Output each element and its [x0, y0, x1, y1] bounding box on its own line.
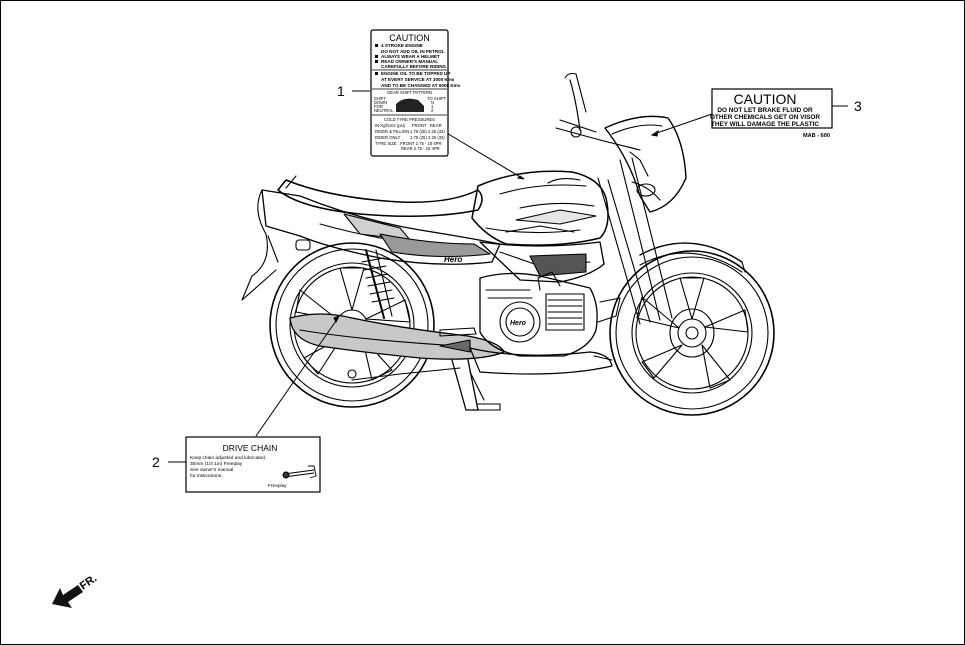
caution-label-3-line: DO NOT LET BRAKE FLUID OR — [717, 107, 813, 114]
drive-chain-line: Keep chain adjusted and lubricated. — [190, 455, 266, 461]
gear-shift-title: GEAR SHIFT PATTERN — [387, 90, 432, 95]
gear-shift-text: 1 — [431, 104, 434, 109]
caution-label-3-line: OTHER CHEMICALS GET ON VISOR — [710, 114, 820, 121]
gear-shift-text: NEUTRAL — [374, 108, 394, 113]
caution-label-3-code: MAB - 600 — [803, 133, 830, 139]
rear-panel: Hero — [241, 189, 501, 301]
chain-freeplay-icon — [282, 465, 317, 479]
tyre-table-cell: 2.25 (33) — [428, 129, 445, 134]
tyre-table-header: IN Kgf/cm2 (psi) — [375, 123, 406, 128]
caution-label-3-line: THEY WILL DAMAGE THE PLASTIC — [711, 121, 819, 128]
caution-label-1-line: ENGINE OIL TO BE TOPPED UP — [381, 71, 450, 76]
caution-label-1: CAUTION 4 STROKE ENGINE DO NOT ADD OIL I… — [370, 29, 461, 157]
leader-lines — [168, 90, 848, 463]
tyre-table-cell: 1.75 (25) — [410, 135, 427, 140]
caution-label-3-title: CAUTION — [734, 91, 797, 107]
drive-chain-line: See owner's manual — [190, 467, 233, 473]
tyre-table-cell: RIDER & PILLION — [375, 129, 409, 134]
drive-chain-line: for instructions. — [190, 473, 223, 479]
tyre-size: REAR 2.75 - 18 4PR — [401, 146, 440, 151]
front-direction-arrow: FR. — [52, 572, 99, 608]
gear-shift-text: DOWN — [374, 100, 387, 105]
drive-chain-title: DRIVE CHAIN — [223, 443, 278, 453]
caution-label-3: CAUTION DO NOT LET BRAKE FLUID OR OTHER … — [710, 88, 833, 139]
gear-shift-text: FOR — [374, 104, 383, 109]
tyre-table-header: FRONT — [412, 123, 427, 128]
caution-label-1-line: AND TO BE CHANGED AT 6000 Kms — [381, 83, 461, 88]
engine: Hero — [479, 271, 621, 357]
caution-label-1-line: CAREFULLY BEFORE RIDING — [381, 64, 447, 69]
caution-label-1-line: ALWAYS WEAR A HELMET — [381, 54, 440, 59]
tyre-size: TYRE SIZE : FRONT 2.75 - 18 4PR — [375, 141, 441, 146]
drive-chain-line: 30mm (1/4 1in) Freeplay — [190, 461, 243, 467]
callout-3: 3 — [854, 98, 862, 114]
caution-label-1-line: READ OWNER'S MANUAL — [381, 59, 438, 64]
motorcycle-drawing: Hero Hero — [241, 72, 775, 416]
tyre-table-header: REAR — [430, 123, 442, 128]
gear-shift-text: N — [431, 100, 434, 105]
caution-label-1-line: 4 STROKE ENGINE — [381, 43, 423, 48]
callout-2: 2 — [152, 454, 160, 470]
side-panel-brand: Hero — [444, 255, 462, 264]
gear-shift-text: SHIFT — [374, 96, 387, 101]
engine-brand: Hero — [510, 320, 527, 327]
caution-label-1-title: CAUTION — [389, 33, 430, 43]
tyre-table-cell: RIDER ONLY — [375, 135, 400, 140]
callout-1: 1 — [337, 83, 345, 99]
seat — [277, 175, 483, 217]
gear-shoe-icon — [396, 98, 424, 112]
fuel-tank — [471, 170, 609, 246]
tyre-table-cell: 2.25 (33) — [428, 135, 445, 140]
tyre-table-cell: 1.75 (25) — [410, 129, 427, 134]
tyre-pressure-title: COLD TYRE PRESSURES — [384, 117, 435, 122]
front-wheel — [609, 250, 775, 416]
drive-chain-label: DRIVE CHAIN Keep chain adjusted and lubr… — [185, 436, 321, 493]
gear-shift-text: TO SHIFT — [427, 96, 446, 101]
freeplay-label: Freeplay — [268, 483, 287, 489]
caution-label-1-line: AT EVERY SERVICE AT 3000 Kms — [381, 77, 455, 82]
caution-label-1-line: DO NOT ADD OIL IN PETROL — [381, 49, 445, 54]
gear-shift-text: 2 — [431, 108, 434, 113]
